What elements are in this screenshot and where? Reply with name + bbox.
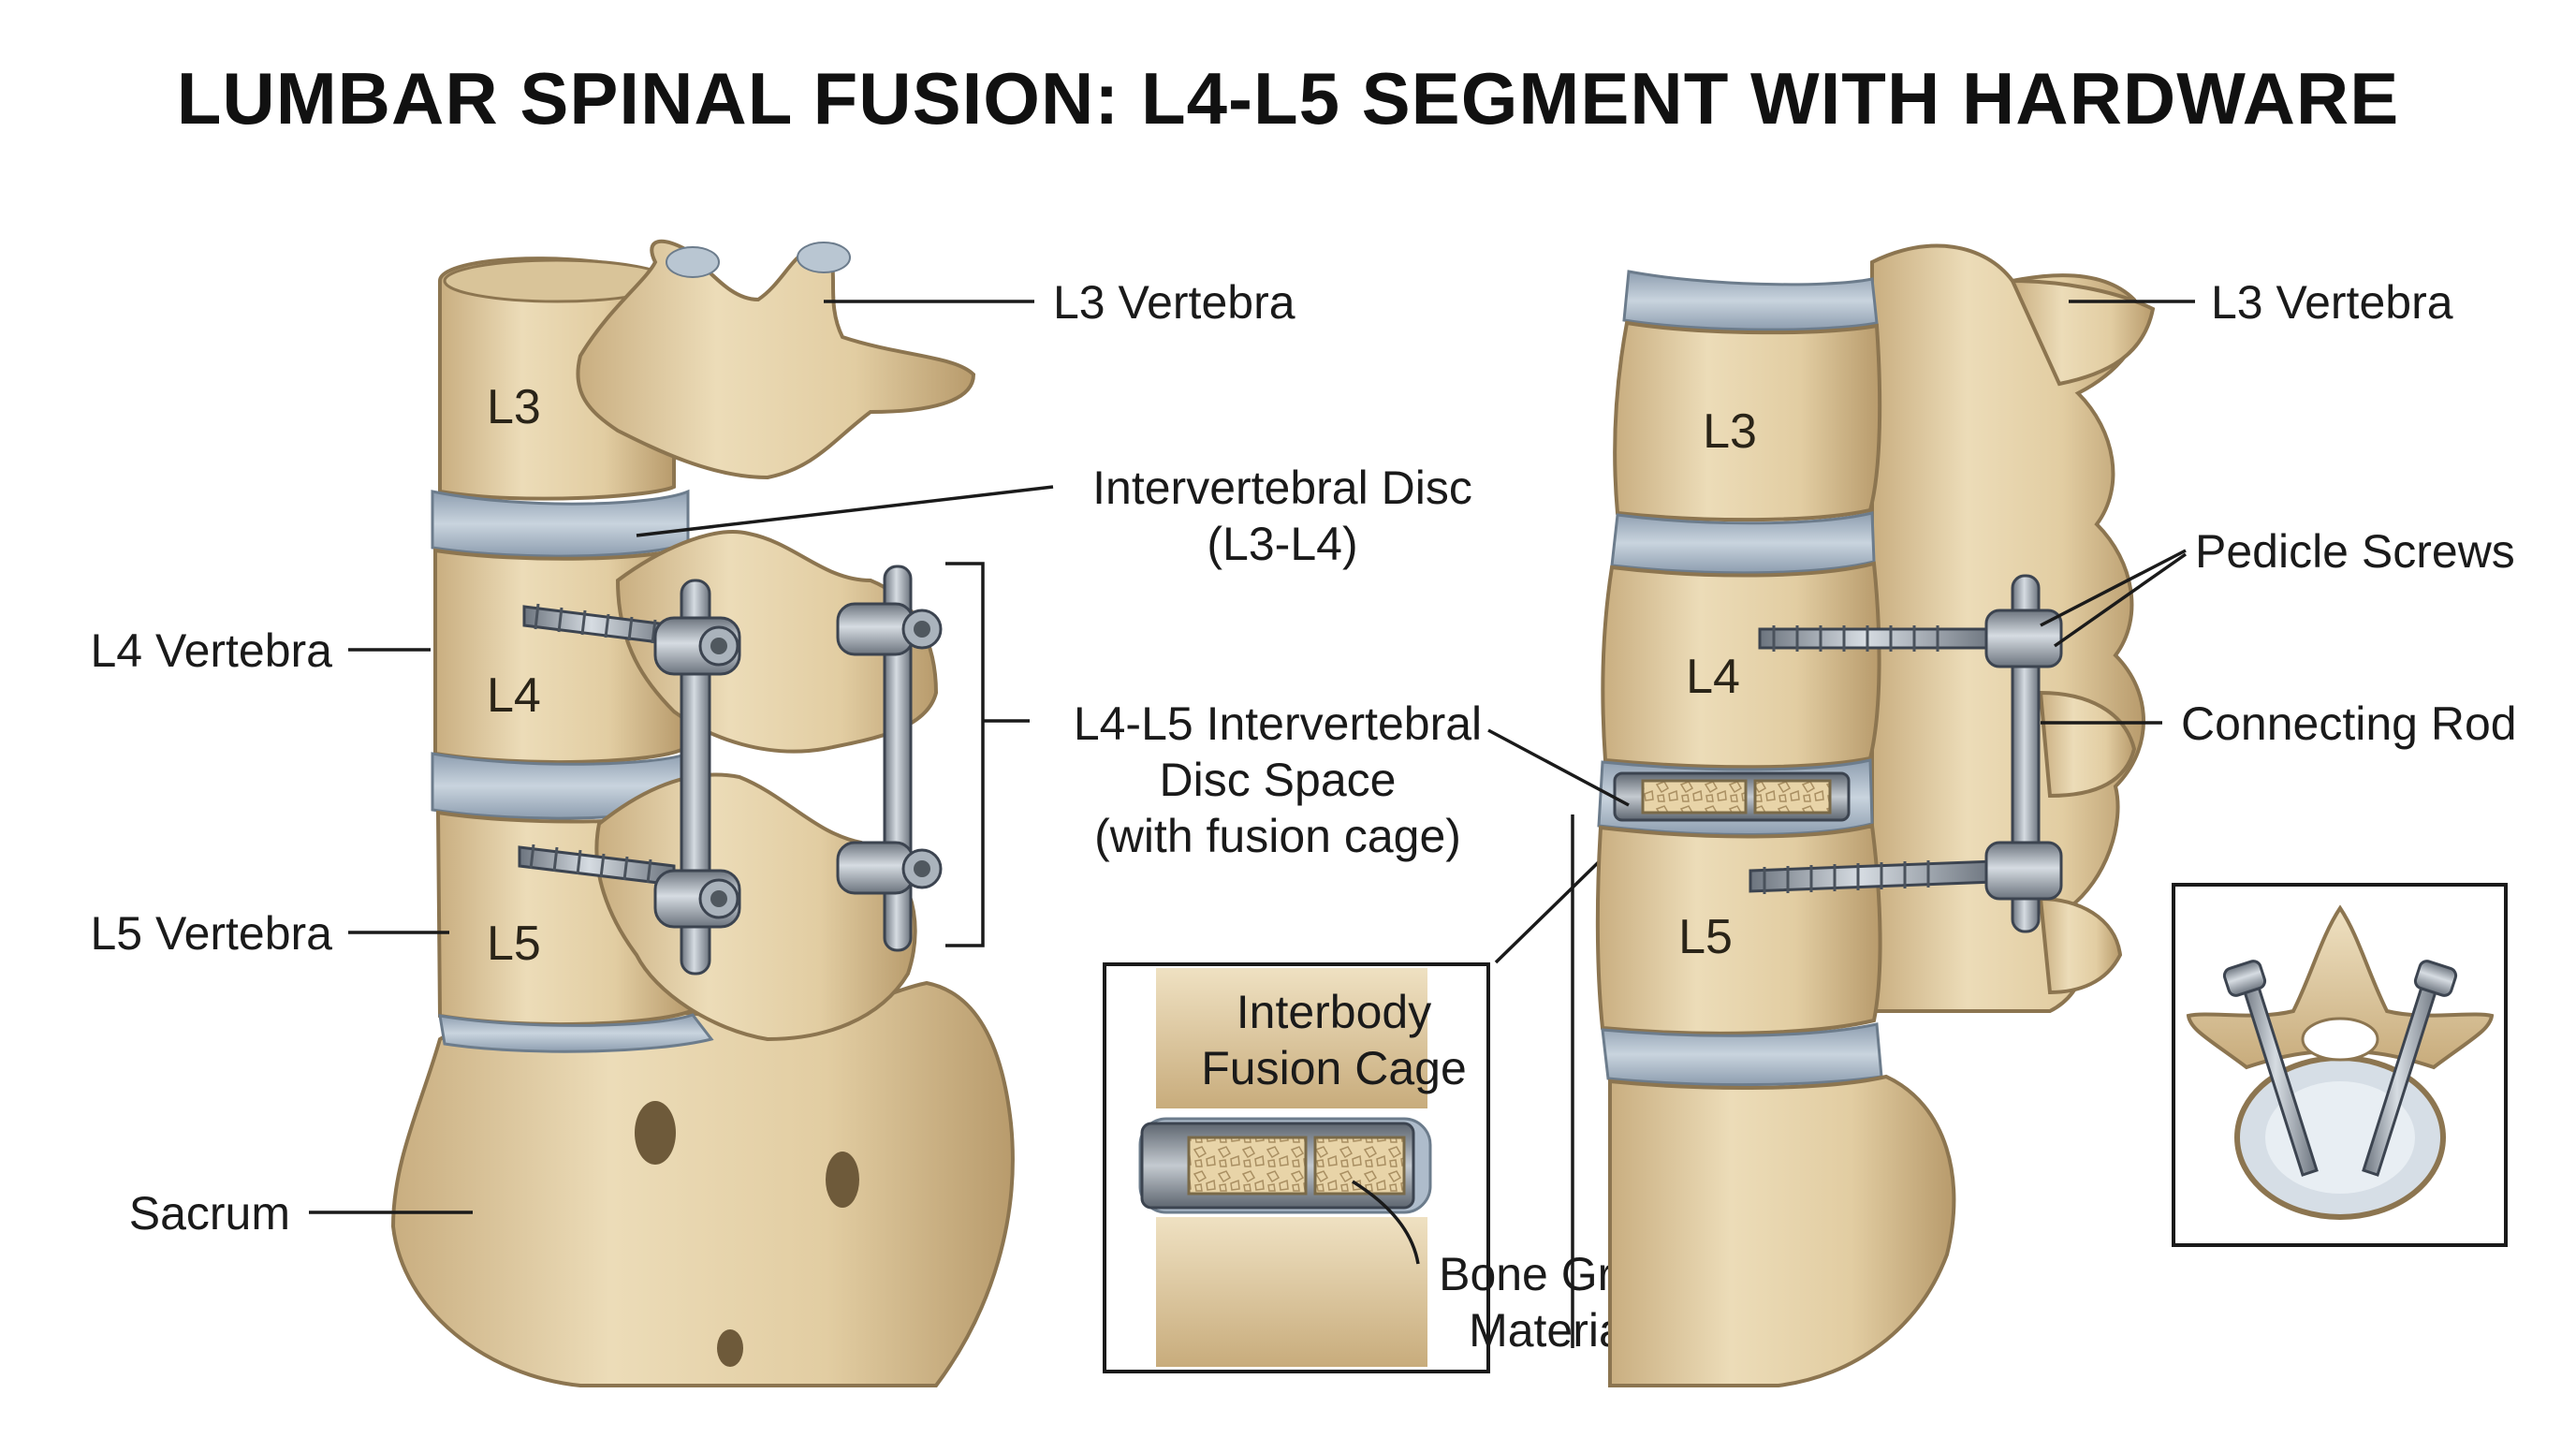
callout-space-line1: L4-L5 Intervertebral [1074,697,1482,750]
right-screw-l4 [1758,625,1996,652]
right-l3-body [1613,320,1882,522]
callout-l4-vertebra: L4 Vertebra [90,624,332,677]
left-screw-l5-left [518,844,676,887]
left-label-l5: L5 [487,917,541,971]
left-l5-processes [594,772,917,1042]
callout-l5-vertebra: L5 Vertebra [90,907,332,960]
sacral-foramen-1 [635,1101,676,1165]
inset-label-line1: Interbody [1237,986,1431,1038]
callout-connecting-rod: Connecting Rod [2181,697,2517,750]
leader-bone-graft [1352,1180,1420,1265]
right-sacrum [1608,1074,1956,1387]
callout-l3-vertebra-right: L3 Vertebra [2211,276,2453,329]
left-l3-facet-cartilage-2 [797,242,851,273]
right-cage-graft-1 [1641,779,1748,814]
right-disc-l2-l3 [1622,270,1879,331]
left-spine-illustration: L3 L4 L5 [390,239,1015,1387]
left-disc-l3-l4 [431,489,690,558]
callout-sacrum: Sacrum [129,1187,290,1240]
leader-disc-l3-l4 [636,485,1054,537]
left-screw-head-l4-near [653,616,741,676]
right-cage-graft-2 [1753,779,1832,814]
callout-space-line2: Disc Space [1160,754,1397,806]
diagram-title: LUMBAR SPINAL FUSION: L4-L5 SEGMENT WITH… [177,57,2400,139]
inset-axial-view [2172,883,2508,1247]
right-l4-body [1601,561,1881,770]
left-l3-processes [576,239,976,480]
callout-disc-line2: (L3-L4) [1207,518,1357,570]
inset-cage-closeup: Interbody Fusion Cage Bone Graft Materia… [1103,808,1665,1373]
right-screw-head-l5 [1984,841,2063,901]
inset-upper-bone [1156,968,1427,1108]
left-callouts: L3 Vertebra Intervertebral Disc (L3-L4) … [90,276,1482,1240]
left-label-l4: L4 [487,668,541,723]
right-l4-spinous [2038,690,2137,799]
right-l5-spinous [2038,896,2123,995]
inset-graft-left [1187,1136,1308,1196]
left-label-l3: L3 [487,380,541,434]
bracket-l4-l5 [945,562,1030,947]
right-label-l3: L3 [1703,404,1757,459]
callout-l3-vertebra-left: L3 Vertebra [1053,276,1295,329]
callout-pedicle-screws: Pedicle Screws [2195,525,2515,578]
right-label-l4: L4 [1686,650,1740,704]
right-callouts: L3 Vertebra Pedicle Screws Connecting Ro… [1487,276,2517,807]
sacral-foramen-3 [717,1329,743,1367]
leader-pedicle-screws-1 [2040,549,2187,627]
left-screw-head-l5-near [653,869,741,929]
right-disc-l3-l4 [1610,511,1876,575]
left-l3-facet-cartilage-1 [666,246,720,278]
axial-spinal-canal [2301,1017,2379,1062]
sacral-foramen-2 [826,1152,859,1208]
leader-pedicle-screws-2 [2053,552,2188,648]
leader-disc-space-cage [1487,728,1630,807]
left-screw-l4-left [522,603,676,646]
right-spine-illustration: L3 L4 L5 [1595,243,2156,1387]
left-screw-head-l5-far [836,841,943,895]
axial-screw-right [2362,960,2458,1177]
axial-screw-left [2222,960,2319,1177]
right-l5-body [1595,823,1882,1035]
inset-label-line2: Fusion Cage [1201,1042,1467,1094]
inset-lower-bone [1156,1217,1427,1367]
callout-space-line3: (with fusion cage) [1094,810,1461,862]
left-disc-l5-s1 [438,1013,714,1053]
right-label-l5: L5 [1678,910,1733,964]
right-l3-spinous [2009,278,2156,387]
callout-disc-line1: Intervertebral Disc [1092,462,1472,514]
inset-graft-line2: Material [1469,1304,1635,1357]
left-screw-head-l4-far [836,602,943,656]
